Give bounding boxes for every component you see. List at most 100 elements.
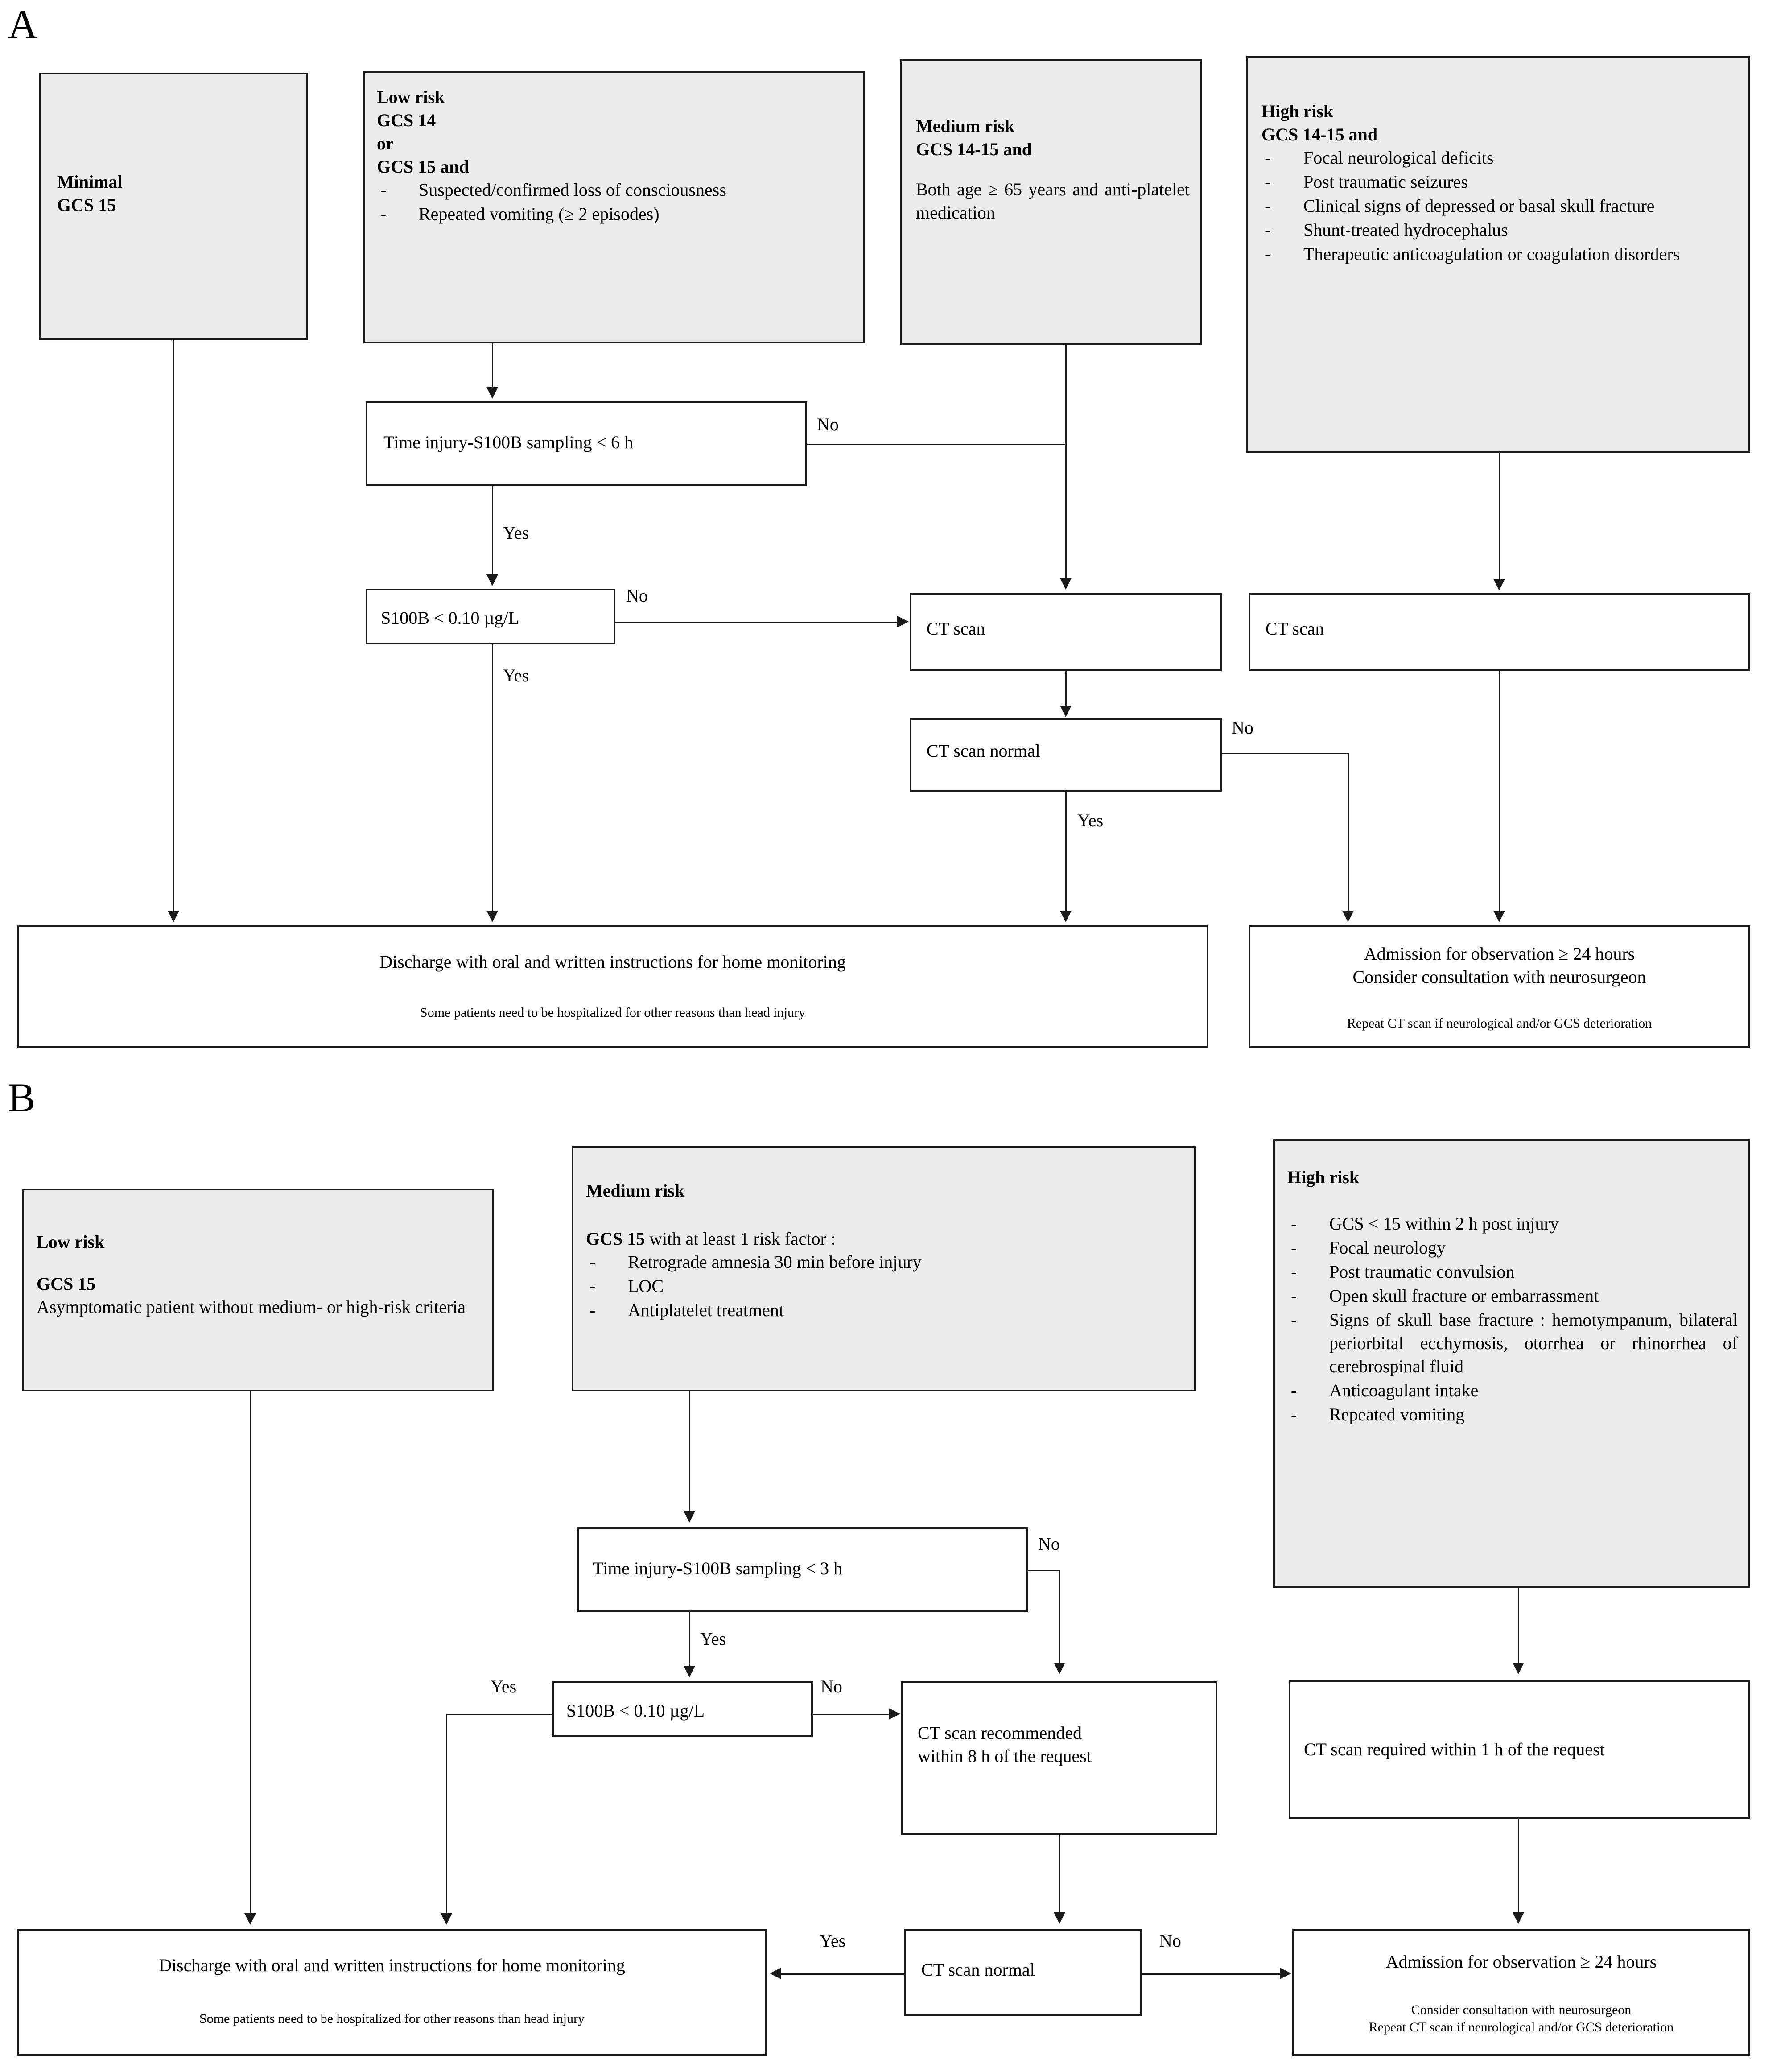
ct-recommended-b-line2: within 8 h of the request <box>918 1746 1092 1766</box>
list-item: Post traumatic convulsion <box>1287 1260 1738 1284</box>
admission-b-note1: Consider consultation with neurosurgeon <box>1411 2002 1632 2017</box>
edge-s100bb-yes-h <box>446 1714 553 1715</box>
admission-a-line2: Consider consultation with neurosurgeon <box>1352 967 1646 987</box>
node-ct-scan-right-a: CT scan <box>1249 593 1750 671</box>
admission-b-note2: Repeat CT scan if neurological and/or GC… <box>1369 2020 1674 2035</box>
time-sampling-a-label: Time injury-S100B sampling < 6 h <box>383 432 634 452</box>
list-item: GCS < 15 within 2 h post injury <box>1287 1212 1738 1235</box>
s100b-b-label: S100B < 0.10 µg/L <box>566 1701 705 1721</box>
low-risk-b-title: Low risk <box>37 1232 105 1252</box>
medium-risk-a-title: Medium risk <box>916 116 1015 136</box>
arrowhead-down <box>441 1913 452 1925</box>
edge-s100b-no <box>615 622 898 623</box>
edge-time-yes <box>492 486 493 575</box>
node-high-risk-b: High risk GCS < 15 within 2 h post injur… <box>1273 1139 1750 1588</box>
edge-label-ctnormalb-no: No <box>1159 1931 1181 1951</box>
ct-scan-normal-b-label: CT scan normal <box>921 1960 1035 1980</box>
list-item: Shunt-treated hydrocephalus <box>1261 219 1735 242</box>
list-item: Retrograde amnesia 30 min before injury <box>586 1251 1183 1274</box>
node-time-sampling-b: Time injury-S100B sampling < 3 h <box>577 1527 1028 1612</box>
list-item: Signs of skull base fracture : hemotympa… <box>1287 1308 1738 1378</box>
edge-ctnormalb-no <box>1142 1973 1281 1975</box>
list-item: Therapeutic anticoagulation or coagulati… <box>1261 243 1735 266</box>
s100b-a-label: S100B < 0.10 µg/L <box>381 608 519 628</box>
arrowhead-down <box>168 911 179 922</box>
edge-s100b-yes <box>492 644 493 912</box>
low-risk-a-title: Low risk <box>377 87 445 107</box>
list-item: Open skull fracture or embarrassment <box>1287 1284 1738 1308</box>
arrowhead-down <box>486 574 498 586</box>
time-sampling-b-label: Time injury-S100B sampling < 3 h <box>593 1558 843 1578</box>
arrowhead-down <box>1060 911 1072 922</box>
edge-ctright-to-admission <box>1499 671 1500 912</box>
arrowhead-down <box>684 1666 695 1677</box>
list-item: Suspected/confirmed loss of consciousnes… <box>377 178 852 202</box>
node-s100b-a: S100B < 0.10 µg/L <box>366 589 615 644</box>
arrowhead-down <box>1513 1663 1524 1674</box>
high-risk-b-title: High risk <box>1287 1167 1360 1187</box>
edge-time-no <box>807 444 1067 445</box>
edge-ctrequired-to-admission <box>1518 1819 1519 1913</box>
edge-s100bb-yes-v <box>446 1714 447 1915</box>
node-discharge-b: Discharge with oral and written instruct… <box>17 1929 767 2056</box>
edge-ctnormalb-yes <box>781 1973 905 1975</box>
panel-letter-a: A <box>8 1 38 47</box>
ct-scan-normal-a-label: CT scan normal <box>927 741 1040 761</box>
list-item: Antiplatelet treatment <box>586 1299 1183 1322</box>
ct-scan-mid-a-label: CT scan <box>927 619 985 639</box>
discharge-b-note: Some patients need to be hospitalized fo… <box>199 2011 585 2026</box>
node-admission-a: Admission for observation ≥ 24 hours Con… <box>1249 925 1750 1048</box>
edge-label-s100bb-no: No <box>820 1676 842 1696</box>
list-item: LOC <box>586 1275 1183 1298</box>
edge-timeb-no-h <box>1028 1570 1060 1571</box>
arrowhead-down <box>486 387 498 399</box>
edge-timeb-no-v <box>1059 1570 1060 1663</box>
minimal-line2: GCS 15 <box>57 195 116 215</box>
arrowhead-left <box>770 1968 781 1979</box>
high-risk-a-bullets: Focal neurological deficits Post traumat… <box>1261 146 1735 266</box>
node-ct-scan-normal-a: CT scan normal <box>910 718 1222 792</box>
admission-a-note: Repeat CT scan if neurological and/or GC… <box>1347 1016 1652 1031</box>
list-item: Focal neurology <box>1287 1236 1738 1259</box>
arrowhead-down <box>1060 706 1072 717</box>
node-admission-b: Admission for observation ≥ 24 hours Con… <box>1292 1929 1750 2056</box>
edge-highriskb-to-ctrequired <box>1518 1588 1519 1663</box>
panel-letter-b: B <box>8 1075 36 1120</box>
low-risk-b-line2: GCS 15 <box>37 1274 96 1294</box>
edge-label-time-no: No <box>817 414 839 434</box>
list-item: Repeated vomiting (≥ 2 episodes) <box>377 202 852 226</box>
high-risk-a-title: High risk <box>1261 101 1334 121</box>
arrowhead-down <box>1054 1663 1065 1674</box>
edge-timeb-yes <box>689 1612 690 1667</box>
discharge-b-main: Discharge with oral and written instruct… <box>159 1955 625 1975</box>
arrowhead-down <box>1493 911 1505 922</box>
high-risk-b-bullets: GCS < 15 within 2 h post injury Focal ne… <box>1287 1212 1738 1426</box>
edge-ctnormal-no-v <box>1348 753 1349 913</box>
node-time-sampling-a: Time injury-S100B sampling < 6 h <box>366 401 807 486</box>
edge-ctnormal-no-h <box>1222 753 1349 754</box>
edge-label-ctnormal-yes: Yes <box>1077 810 1104 830</box>
edge-label-s100b-no: No <box>626 586 648 606</box>
admission-b-line1: Admission for observation ≥ 24 hours <box>1385 1952 1657 1972</box>
medium-risk-a-body: Both age ≥ 65 years and anti-platelet me… <box>916 179 1190 223</box>
high-risk-a-line2: GCS 14-15 and <box>1261 124 1378 144</box>
edge-ctrecommended-to-ctnormal <box>1059 1835 1060 1913</box>
list-item: Anticoagulant intake <box>1287 1379 1738 1402</box>
medium-risk-b-bullets: Retrograde amnesia 30 min before injury … <box>586 1251 1183 1322</box>
discharge-a-main: Discharge with oral and written instruct… <box>379 952 846 972</box>
node-discharge-a: Discharge with oral and written instruct… <box>17 925 1208 1048</box>
list-item: Clinical signs of depressed or basal sku… <box>1261 194 1735 218</box>
low-risk-a-line2: GCS 14 <box>377 110 436 130</box>
node-low-risk-a: Low risk GCS 14 or GCS 15 and Suspected/… <box>363 71 865 343</box>
node-low-risk-b: Low risk GCS 15 Asymptomatic patient wit… <box>22 1189 494 1391</box>
edge-minimal-to-discharge <box>173 340 174 912</box>
node-high-risk-a: High risk GCS 14-15 and Focal neurologic… <box>1246 56 1750 453</box>
medium-risk-b-line2-bold: GCS 15 <box>586 1229 645 1249</box>
list-item: Focal neurological deficits <box>1261 146 1735 169</box>
low-risk-a-line3: or <box>377 133 394 153</box>
arrowhead-down <box>1493 579 1505 590</box>
arrowhead-down <box>1054 1912 1065 1924</box>
node-medium-risk-a: Medium risk GCS 14-15 and Both age ≥ 65 … <box>900 59 1202 345</box>
arrowhead-right <box>889 1708 900 1720</box>
